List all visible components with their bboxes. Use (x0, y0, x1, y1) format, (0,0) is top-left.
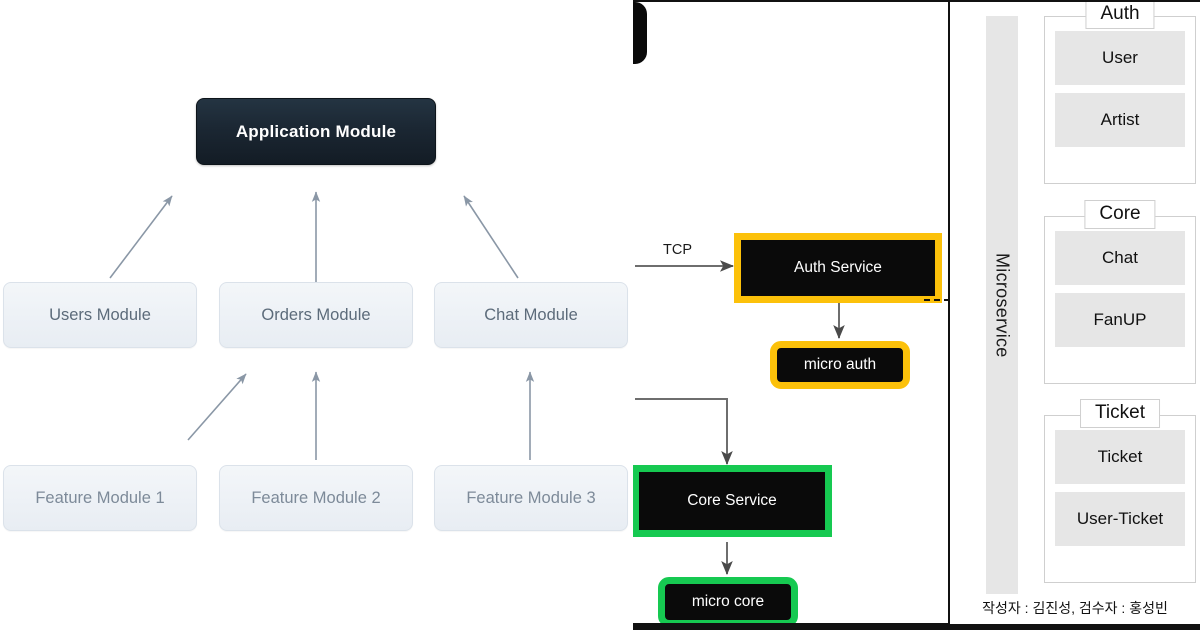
group-ticket-item-user-ticket[interactable]: User-Ticket (1055, 492, 1185, 546)
feature-module-2-label: Feature Module 2 (251, 488, 381, 507)
feature-module-3-box[interactable]: Feature Module 3 (434, 465, 628, 531)
microservice-map-panel: Microservice Auth User Artist Core Chat … (950, 0, 1200, 630)
orders-module-box[interactable]: Orders Module (219, 282, 413, 348)
authorship-footer: 작성자 : 김진성, 검수자 : 홍성빈 (982, 600, 1168, 616)
group-core: Core Chat FanUP (1044, 200, 1196, 384)
micro-auth-box[interactable]: micro auth (770, 341, 910, 389)
micro-core-label: micro core (691, 593, 765, 610)
feature-module-1-box[interactable]: Feature Module 1 (3, 465, 197, 531)
group-ticket-item-ticket[interactable]: Ticket (1055, 430, 1185, 484)
core-service-label: Core Service (687, 492, 777, 509)
tcp-label: TCP (663, 242, 692, 258)
users-module-label: Users Module (49, 305, 151, 324)
service-wiring-panel: TCP Auth Service micro auth Core Service… (633, 0, 950, 630)
group-core-item-fanup[interactable]: FanUP (1055, 293, 1185, 347)
group-core-item-chat[interactable]: Chat (1055, 231, 1185, 285)
core-service-box[interactable]: Core Service (633, 465, 832, 537)
application-module-label: Application Module (235, 121, 397, 141)
group-ticket: Ticket Ticket User-Ticket (1044, 399, 1196, 583)
microservice-spine-label: Microservice (992, 252, 1013, 358)
auth-service-box[interactable]: Auth Service (734, 233, 942, 303)
group-auth: Auth User Artist (1044, 2, 1196, 184)
feature-module-2-box[interactable]: Feature Module 2 (219, 465, 413, 531)
micro-auth-label: micro auth (803, 356, 877, 373)
microservice-spine: Microservice (986, 16, 1018, 594)
group-auth-item-artist[interactable]: Artist (1055, 93, 1185, 147)
group-ticket-title: Ticket (1080, 399, 1160, 428)
chat-module-box[interactable]: Chat Module (434, 282, 628, 348)
micro-core-box[interactable]: micro core (658, 577, 798, 623)
feature-module-3-label: Feature Module 3 (466, 488, 596, 507)
chat-module-label: Chat Module (484, 305, 578, 324)
feature-module-1-label: Feature Module 1 (35, 488, 165, 507)
group-auth-item-user[interactable]: User (1055, 31, 1185, 85)
group-core-title: Core (1084, 200, 1156, 229)
group-auth-title: Auth (1085, 2, 1155, 29)
layered-module-panel: Application Module Users Module Orders M… (3, 98, 628, 531)
orders-module-label: Orders Module (261, 305, 371, 324)
clipped-gateway-box (633, 2, 647, 64)
application-module-box[interactable]: Application Module (196, 98, 436, 165)
users-module-box[interactable]: Users Module (3, 282, 197, 348)
auth-service-label: Auth Service (794, 259, 882, 276)
